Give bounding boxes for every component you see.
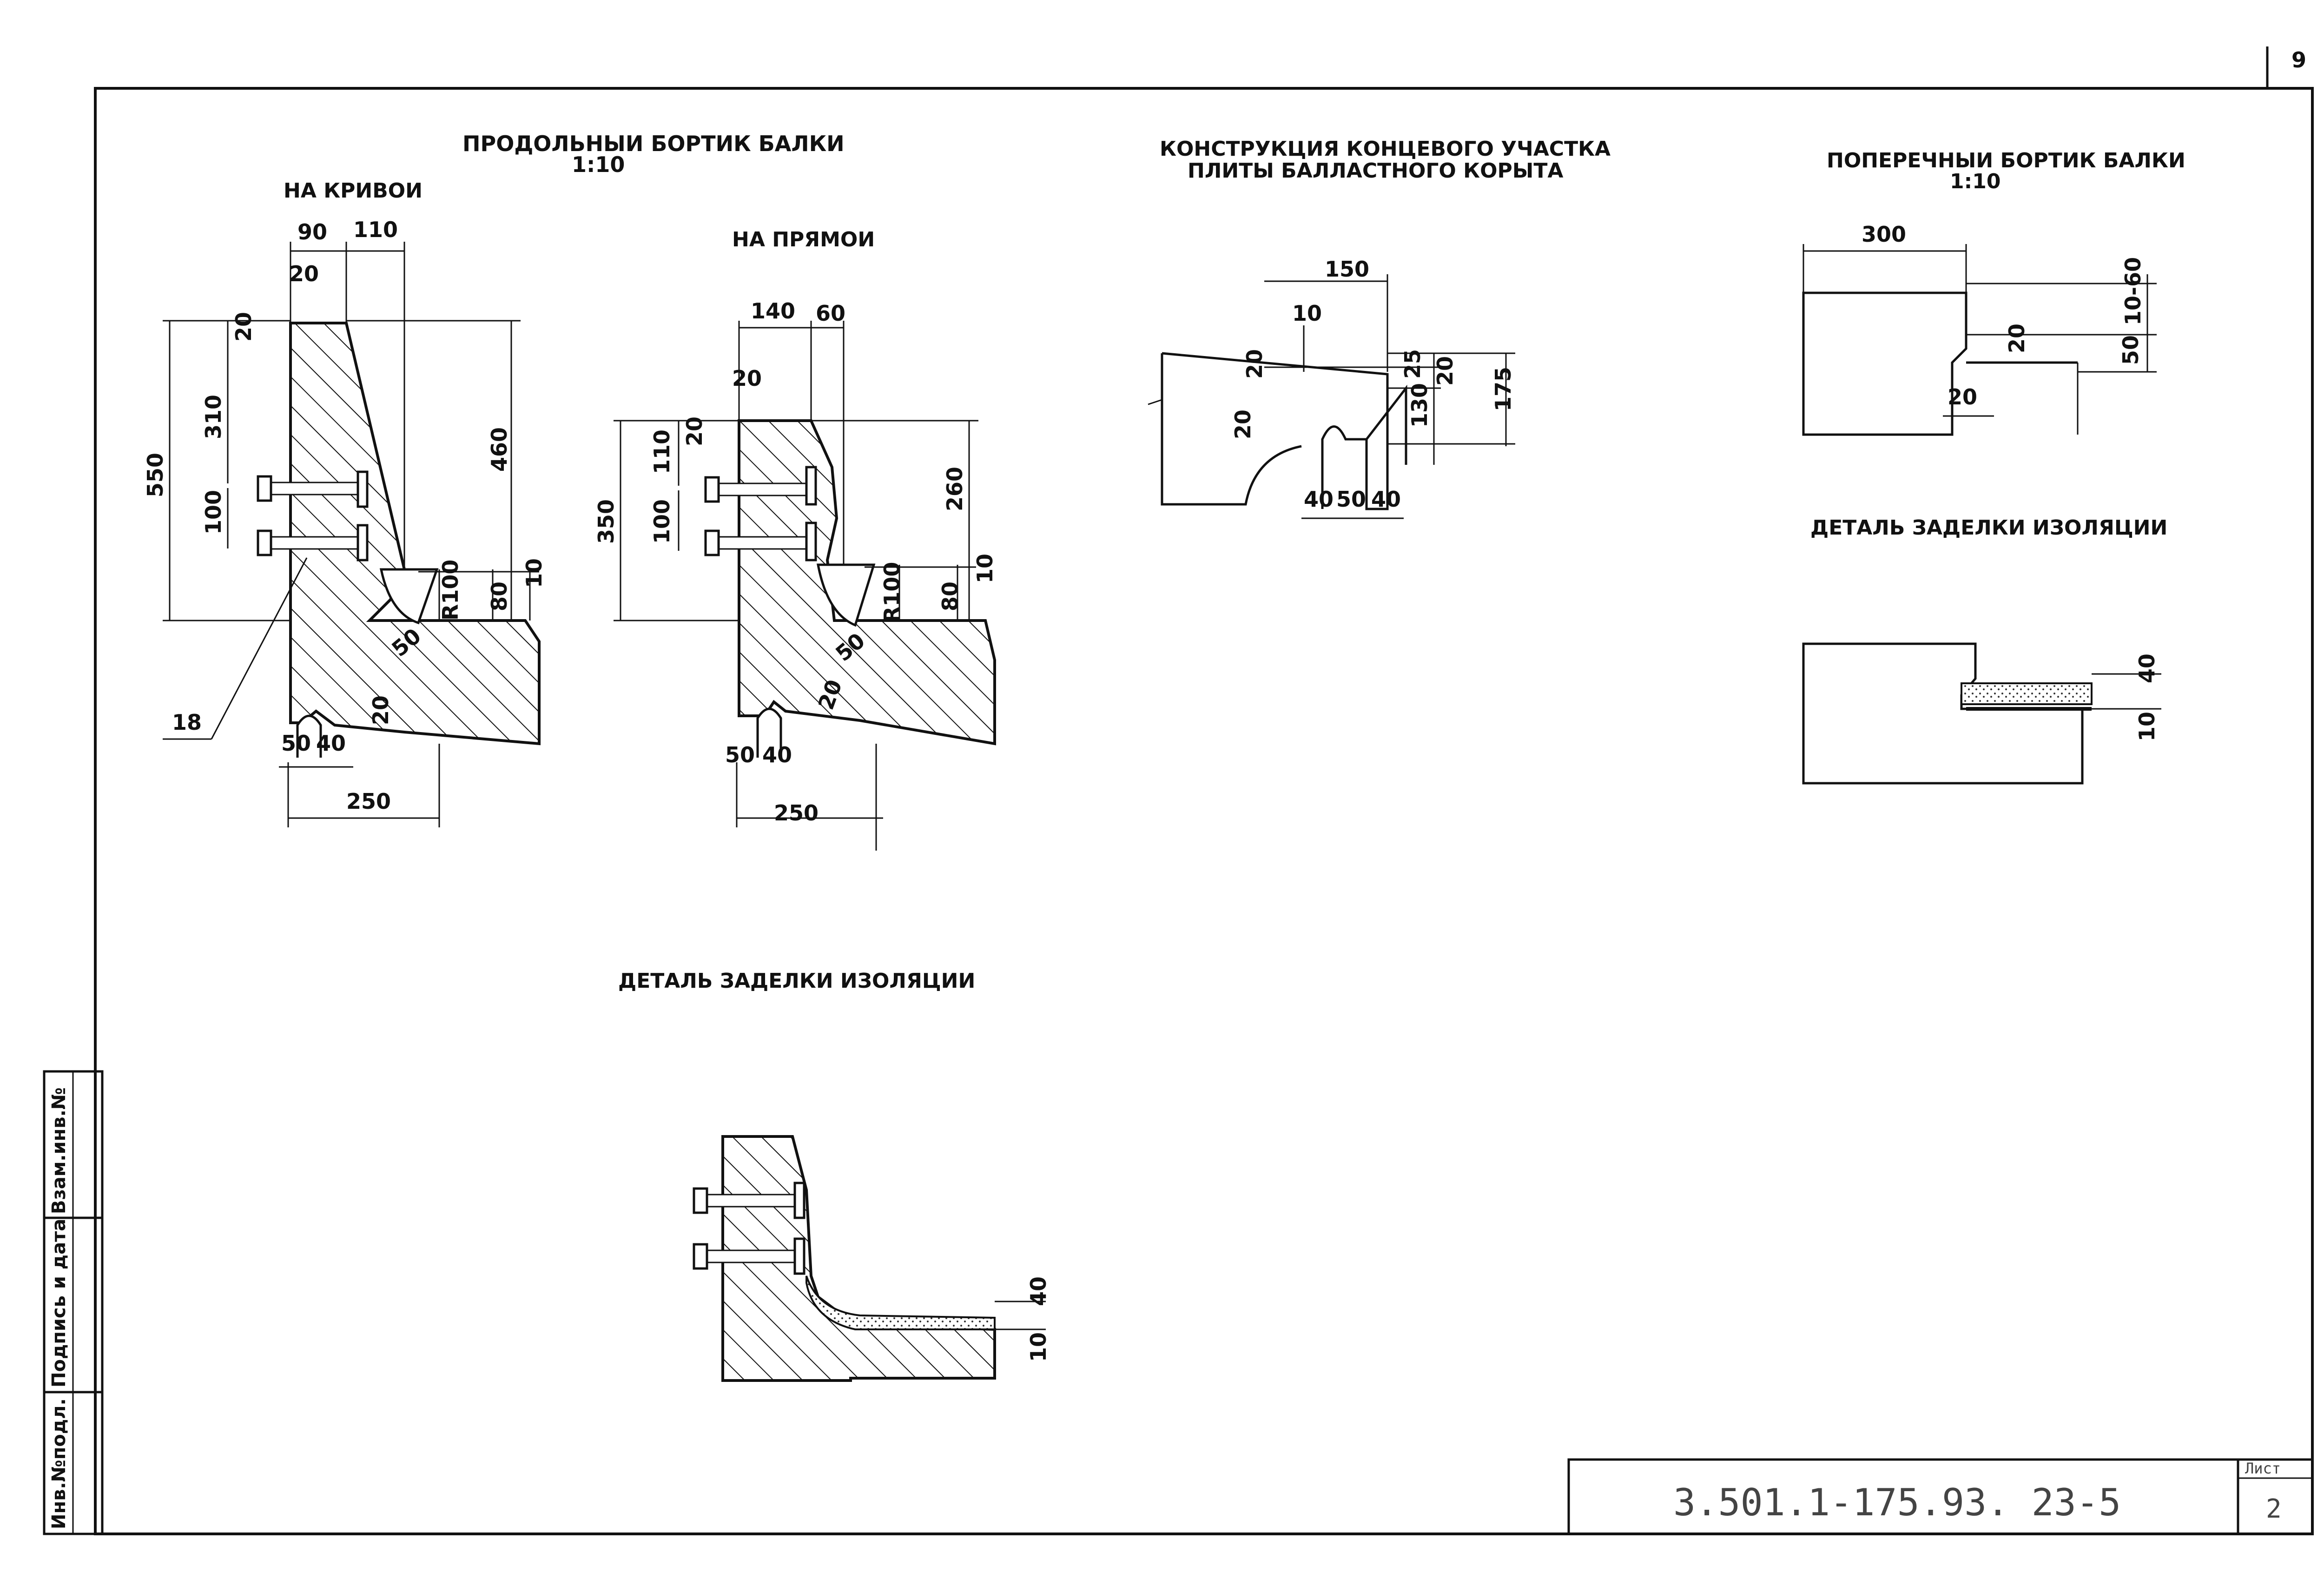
dim-straight-140: 140 bbox=[751, 298, 795, 324]
dim-end-50: 50 bbox=[1336, 487, 1366, 512]
dim-end-20-b: 20 bbox=[1433, 356, 1458, 386]
title-transverse-1: ПОПЕРЕЧНЫИ БОРТИК БАЛКИ bbox=[1827, 149, 2185, 172]
dim-curve-100: 100 bbox=[201, 490, 226, 535]
dim-curve-20-bot: 20 bbox=[368, 695, 393, 725]
dim-straight-60: 60 bbox=[816, 301, 845, 326]
dim-straight-20-left: 20 bbox=[682, 416, 707, 446]
section-on-straight: 140 60 20 20 110 350 100 260 R100 10 80 … bbox=[594, 298, 997, 851]
dim-trans-20-a: 20 bbox=[2004, 324, 2029, 353]
title-insulation-right: ДЕТАЛЬ ЗАДЕЛКИ ИЗОЛЯЦИИ bbox=[1810, 516, 2167, 540]
stamp-inv-podl: Инв.№подл. bbox=[48, 1398, 70, 1529]
stamp-signature-date: Подпись и дата bbox=[48, 1219, 70, 1387]
dim-straight-80: 80 bbox=[938, 581, 963, 611]
title-end-section-2: ПЛИТЫ БАЛЛАСТНОГО КОРЫТА bbox=[1188, 159, 1563, 183]
dim-curve-80: 80 bbox=[487, 581, 512, 611]
bolt-lower-straight bbox=[704, 522, 817, 561]
dim-end-20-c: 20 bbox=[1230, 410, 1255, 439]
dim-trans-10-60: 10-60 bbox=[2120, 257, 2146, 325]
dim-end-150: 150 bbox=[1325, 257, 1369, 282]
dim-straight-10: 10 bbox=[972, 554, 997, 583]
section-on-curve: 90 110 20 20 310 550 100 460 R100 80 10 … bbox=[143, 217, 547, 827]
dim-detail-bottom-10: 10 bbox=[1026, 1332, 1051, 1362]
dim-straight-100: 100 bbox=[649, 499, 674, 544]
bolt-upper bbox=[257, 470, 369, 508]
dim-end-130: 130 bbox=[1407, 383, 1432, 428]
dim-curve-20-top: 20 bbox=[289, 261, 319, 286]
stamp-vzam-inv: Взам.инв.№ bbox=[48, 1087, 70, 1214]
title-longitudinal-2: 1:10 bbox=[572, 152, 625, 177]
sheet-label: Лист bbox=[2245, 1460, 2281, 1477]
dim-curve-250: 250 bbox=[346, 789, 391, 814]
dim-curve-r100: R100 bbox=[438, 560, 463, 621]
dim-curve-310: 310 bbox=[201, 395, 226, 439]
bolt-lower-detail bbox=[693, 1237, 805, 1275]
title-on-straight: НА ПРЯМОИ bbox=[732, 228, 875, 251]
dim-curve-460: 460 bbox=[487, 427, 512, 472]
document-code: 3.501.1-175.93. 23-5 bbox=[1673, 1481, 2121, 1524]
dim-trans-20-b: 20 bbox=[1948, 384, 1977, 410]
dim-straight-50: 50 bbox=[725, 742, 755, 767]
dim-straight-350: 350 bbox=[594, 499, 619, 544]
detail-insulation-right: 40 10 bbox=[1802, 642, 2161, 785]
dim-curve-90: 90 bbox=[297, 219, 327, 244]
dim-curve-40: 40 bbox=[316, 731, 346, 756]
dim-straight-250: 250 bbox=[774, 800, 819, 826]
dim-curve-110: 110 bbox=[353, 217, 398, 242]
bolt-upper-detail bbox=[693, 1182, 805, 1219]
dim-straight-260: 260 bbox=[942, 467, 967, 511]
dim-detail-right-40: 40 bbox=[2134, 654, 2159, 683]
dim-straight-40: 40 bbox=[762, 742, 792, 767]
bolt-upper-straight bbox=[704, 466, 817, 506]
dim-curve-18: 18 bbox=[172, 710, 202, 735]
dim-curve-20-left: 20 bbox=[231, 312, 256, 342]
title-block: 3.501.1-175.93. 23-5 Лист 2 bbox=[1567, 1458, 2314, 1535]
dim-curve-50: 50 bbox=[281, 731, 311, 756]
dim-end-10: 10 bbox=[1292, 301, 1322, 326]
title-insulation-bottom: ДЕТАЛЬ ЗАДЕЛКИ ИЗОЛЯЦИИ bbox=[618, 969, 975, 993]
dim-end-20-a: 20 bbox=[1242, 349, 1267, 379]
dim-end-25: 25 bbox=[1400, 349, 1425, 379]
dim-end-175: 175 bbox=[1491, 367, 1516, 411]
sheet-value: 2 bbox=[2266, 1494, 2282, 1524]
dim-curve-550: 550 bbox=[143, 453, 168, 497]
dim-straight-110: 110 bbox=[649, 429, 674, 474]
sheet-frame: 9 bbox=[94, 46, 2314, 1535]
sheet-number-top: 9 bbox=[2291, 47, 2306, 73]
dim-detail-bottom-40: 40 bbox=[1026, 1276, 1051, 1306]
dim-end-40-b: 40 bbox=[1371, 487, 1401, 512]
section-end: 150 10 20 25 20 175 130 20 40 50 40 bbox=[1148, 257, 1516, 519]
title-longitudinal-1: ПРОДОЛЬНЫИ БОРТИК БАЛКИ bbox=[462, 131, 845, 156]
dim-curve-10: 10 bbox=[522, 558, 547, 588]
dim-straight-r100: R100 bbox=[879, 562, 905, 623]
title-on-curve: НА КРИВОИ bbox=[284, 179, 423, 203]
dim-end-40-a: 40 bbox=[1304, 487, 1334, 512]
title-transverse-2: 1:10 bbox=[1950, 170, 2000, 193]
dim-trans-300: 300 bbox=[1862, 222, 1906, 247]
title-end-section-1: КОНСТРУКЦИЯ КОНЦЕВОГО УЧАСТКА bbox=[1160, 137, 1611, 161]
section-transverse: 300 10-60 20 50 20 bbox=[1802, 222, 2157, 436]
dim-trans-50: 50 bbox=[2118, 335, 2143, 365]
dim-straight-20-top: 20 bbox=[732, 366, 762, 391]
dim-detail-right-10: 10 bbox=[2134, 712, 2159, 741]
detail-insulation-bottom: 40 10 bbox=[693, 1135, 1051, 1382]
side-stamp: Инв.№подл. Подпись и дата Взам.инв.№ bbox=[43, 1070, 104, 1535]
bolt-lower bbox=[257, 524, 369, 561]
